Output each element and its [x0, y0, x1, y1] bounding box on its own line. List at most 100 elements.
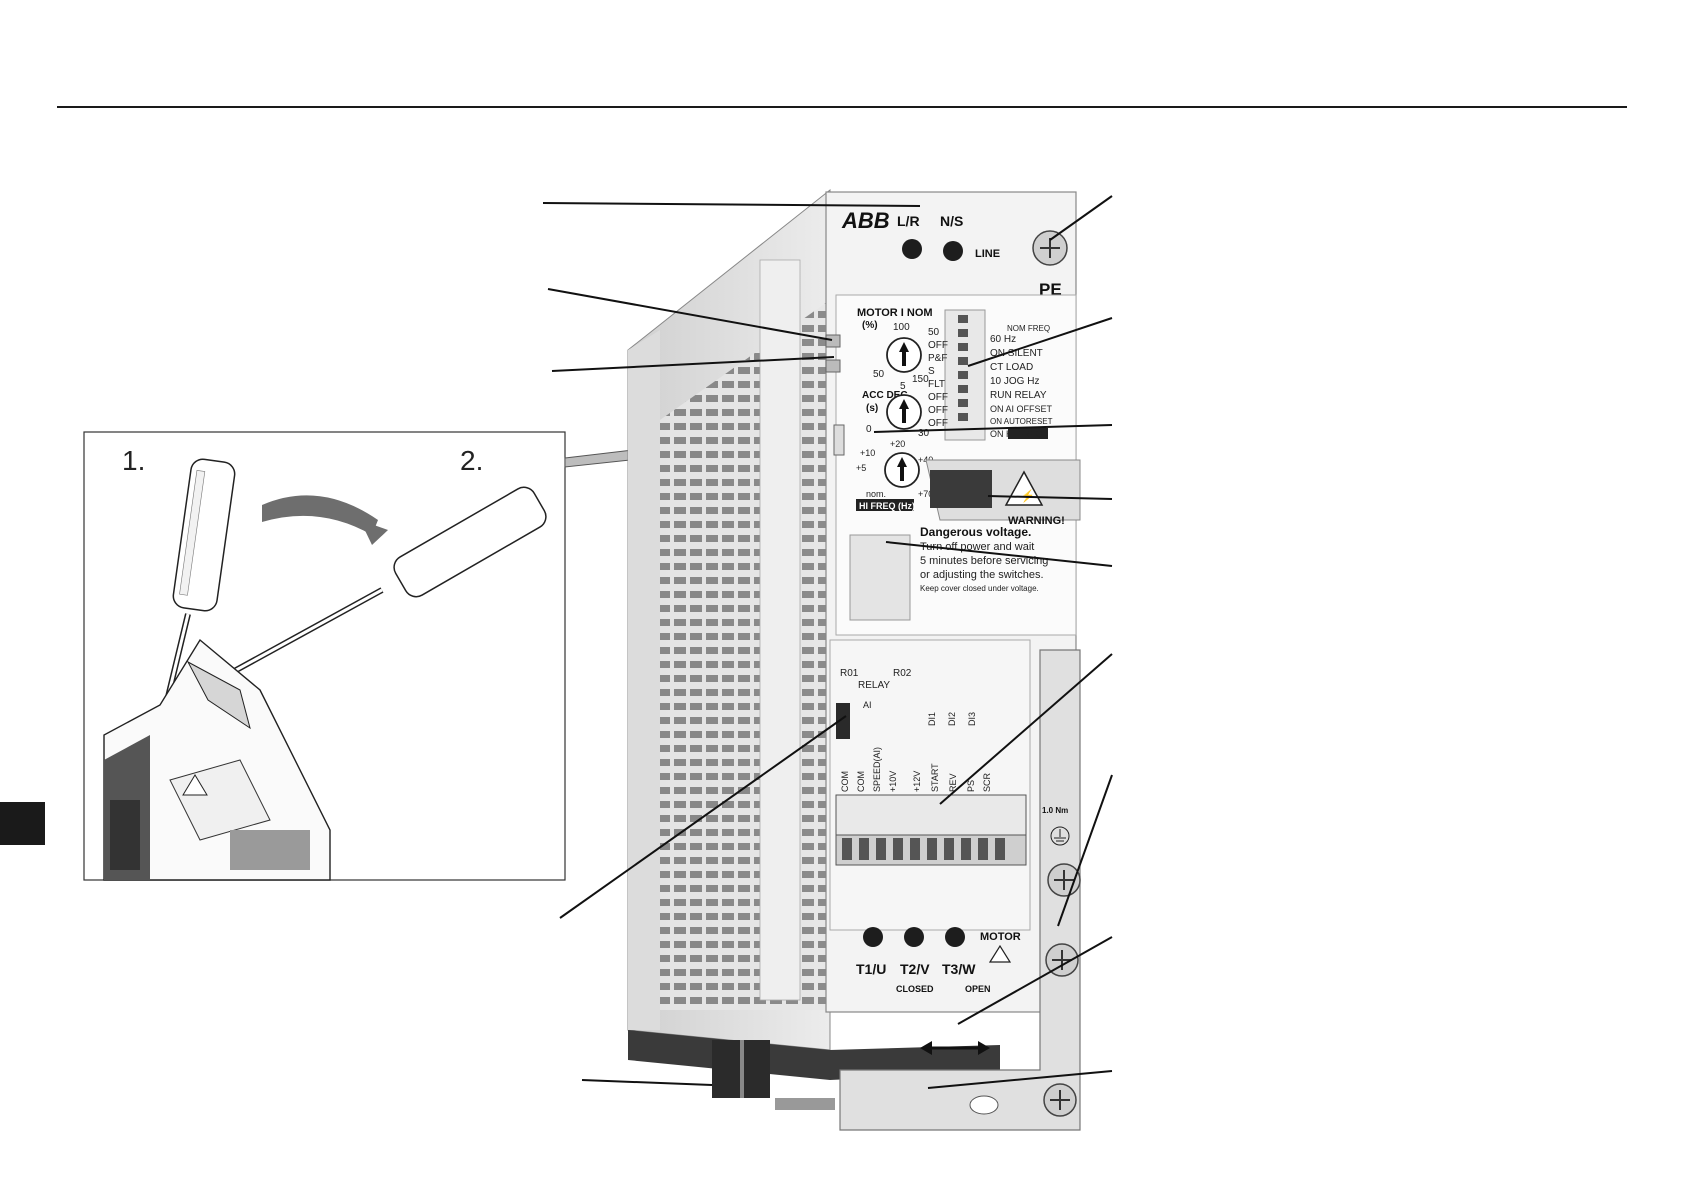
fault-led	[825, 359, 841, 373]
dip-switch-levers[interactable]	[958, 315, 968, 421]
switch-right-7: ON AUTORESET	[990, 417, 1053, 426]
switch-left-3: S	[928, 366, 935, 377]
rotate-arrow-icon	[262, 495, 378, 535]
dial2-tick-top: 5	[900, 381, 906, 392]
switch-right-labels: NOM FREQ 60 Hz ON SILENT CT LOAD 10 JOG …	[990, 324, 1053, 439]
dial3-tick-0: +20	[890, 439, 905, 449]
motor-inom-dial[interactable]	[886, 337, 922, 373]
switch-right-8: ON HI FREQ	[990, 429, 1043, 439]
relay-label-r01: R01	[840, 668, 859, 679]
io-label-6: REV	[948, 773, 958, 792]
chapter-tab	[0, 802, 45, 845]
screwdriver-2-icon	[216, 486, 547, 683]
motor-label-u: T1/U	[856, 961, 886, 977]
hifreq-dial-label: HI FREQ (Hz)	[859, 501, 915, 511]
clamp-open-label: OPEN	[965, 984, 991, 994]
switch-left-5: OFF	[928, 392, 948, 403]
switch-right-0: NOM FREQ	[1007, 324, 1050, 333]
warning-title: WARNING!	[1008, 515, 1065, 527]
abb-logo: ABB	[841, 208, 890, 233]
motor-inom-label: MOTOR I NOM	[857, 307, 933, 319]
pe-label: PE	[1039, 280, 1062, 299]
motor-inom-unit: (%)	[862, 320, 878, 331]
accdec-dial[interactable]	[886, 394, 922, 430]
io-terminal-screws[interactable]	[842, 838, 1005, 860]
io-label-4: +12V	[912, 771, 922, 792]
io-area	[829, 639, 1031, 931]
switch-right-5: RUN RELAY	[990, 390, 1047, 401]
ai-switch[interactable]	[836, 703, 850, 739]
hifreq-dial[interactable]	[884, 452, 920, 488]
pe-screw-icon[interactable]	[1032, 230, 1068, 266]
motor-terminal-u[interactable]	[863, 927, 883, 947]
switch-right-6: ON AI OFFSET	[990, 404, 1053, 414]
io-label-2: SPEED(AI)	[872, 747, 882, 792]
dial2-tick-right: 30	[918, 428, 930, 439]
accdec-label: ACC DEC	[862, 390, 908, 401]
inset-panel: 1. 2.	[83, 431, 566, 881]
hifreq-dial-tag	[856, 499, 914, 511]
io-label-1: COM	[856, 771, 866, 792]
warning-line-1: Turn off power and wait	[920, 541, 1034, 553]
dial2-tick-left: 0	[866, 424, 872, 435]
switch-right-4: 10 JOG Hz	[990, 376, 1039, 387]
ns-label: N/S	[940, 213, 963, 229]
motor-label-v: T2/V	[900, 961, 930, 977]
line-label: LINE	[975, 248, 1000, 260]
ground-symbol-icon	[1050, 826, 1070, 846]
di-label-2: DI2	[947, 712, 957, 726]
dial1-tick-left: 50	[873, 369, 885, 380]
cover-latch[interactable]	[833, 424, 845, 456]
step2-label: 2.	[460, 445, 483, 476]
io-label-8: SCR	[982, 772, 992, 792]
dial3-tick-4: nom.	[866, 489, 886, 499]
motor-label: MOTOR	[980, 931, 1021, 943]
motor-label-w: T3/W	[942, 961, 976, 977]
panel-port[interactable]	[930, 470, 992, 508]
switch-right-3: CT LOAD	[990, 362, 1033, 373]
relay-label: RELAY	[858, 680, 890, 691]
dial3-tick-2: +5	[856, 463, 866, 473]
lr-led	[902, 239, 922, 259]
cover-hinge	[849, 534, 911, 621]
switch-left-7: OFF	[928, 418, 948, 429]
switch-left-6: OFF	[928, 405, 948, 416]
warning-line-4: Keep cover closed under voltage.	[920, 584, 1039, 593]
motor-terminal-v[interactable]	[904, 927, 924, 947]
dial3-tick-5: +70	[918, 489, 933, 499]
accdec-unit: (s)	[866, 403, 878, 414]
clamp-closed-label: CLOSED	[896, 984, 934, 994]
io-label-3: +10V	[888, 771, 898, 792]
io-label-7: PS	[966, 780, 976, 792]
header-rule	[57, 106, 1627, 108]
io-label-5: START	[930, 763, 940, 792]
warning-line-2: 5 minutes before servicing	[920, 555, 1048, 567]
di-label-1: DI1	[927, 712, 937, 726]
switch-right-1: 60 Hz	[990, 334, 1016, 345]
ai-label: AI	[863, 700, 872, 710]
switch-right-2: ON SILENT	[990, 348, 1043, 359]
power-led	[825, 334, 841, 348]
ground-screw-2-icon[interactable]	[1045, 943, 1079, 977]
io-label-0: COM	[840, 771, 850, 792]
torque-label: 1.0 Nm	[1042, 806, 1068, 815]
ground-screw-3-icon[interactable]	[1043, 1083, 1077, 1117]
di-label-3: DI3	[967, 712, 977, 726]
drive-corner-sketch	[103, 638, 331, 881]
lr-label: L/R	[897, 213, 920, 229]
warning-line-0: Dangerous voltage.	[920, 525, 1031, 539]
step1-label: 1.	[122, 445, 145, 476]
warning-line-3: or adjusting the switches.	[920, 569, 1044, 581]
io-terminal-labels: COM COM SPEED(AI) +10V +12V START REV PS…	[840, 747, 992, 792]
callout-lines	[542, 195, 1113, 1089]
dial1-tick-top: 100	[893, 322, 910, 333]
dial3-tick-1: +10	[860, 448, 875, 458]
ns-led	[943, 241, 963, 261]
dial1-tick-right: 150	[912, 374, 929, 385]
switch-left-0: 50	[928, 327, 940, 338]
switch-left-1: OFF	[928, 340, 948, 351]
switch-left-2: P&F	[928, 353, 947, 364]
switch-left-4: FLT	[928, 379, 945, 390]
motor-terminal-w[interactable]	[945, 927, 965, 947]
